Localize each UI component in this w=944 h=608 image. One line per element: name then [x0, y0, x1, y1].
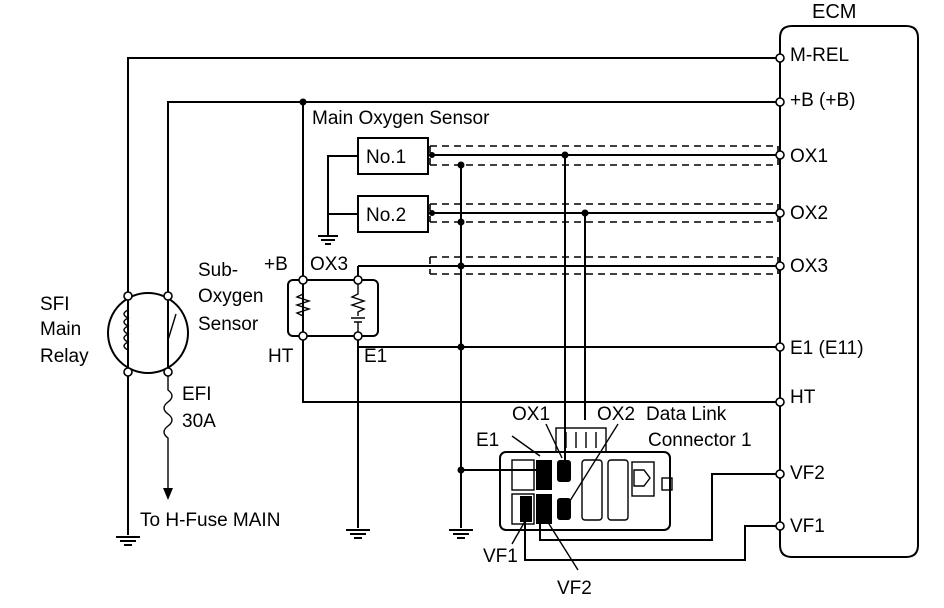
sub-sensor-pin-ht: HT: [268, 346, 294, 367]
fuse-label-2: 30A: [182, 411, 216, 432]
sub-oxygen-sensor-body: [287, 266, 379, 337]
relay-label-3: Relay: [40, 346, 89, 367]
ground-symbol-shield: [449, 529, 473, 539]
main-oxygen-sensor-title: Main Oxygen Sensor: [312, 108, 490, 129]
sub-sensor-title-2: Oxygen: [198, 286, 263, 307]
wire-ht: [302, 102, 780, 403]
sub-sensor-title-1: Sub-: [198, 260, 238, 281]
ecm-terminal-vf2: VF2: [790, 463, 825, 484]
ecm-title: ECM: [812, 1, 856, 23]
dlc-title-1: Data Link: [646, 404, 727, 425]
ground-symbol-sensors: [318, 235, 338, 245]
sub-sensor-pin-e1: E1: [364, 346, 387, 367]
dlc-pin-ox1: OX1: [512, 404, 550, 425]
ecm-terminal-e1: E1 (E11): [790, 338, 864, 359]
ecm-terminal-ox2: OX2: [790, 203, 828, 224]
sensor-no2-label: No.2: [366, 205, 406, 226]
wire-vf1: [524, 512, 780, 561]
sub-sensor-title-3: Sensor: [198, 314, 259, 335]
sub-sensor-pin-ox3: OX3: [310, 254, 348, 275]
sfi-main-relay: [107, 292, 189, 375]
ecm-terminal-labels: M-REL +B (+B) OX1 OX2 OX3 E1 (E11) HT VF…: [790, 45, 864, 537]
wire-shields: [429, 145, 779, 275]
ecm-terminal-plus-b: +B (+B): [790, 90, 855, 111]
fuse-labels: EFI 30A: [182, 384, 216, 432]
relay-label-1: SFI: [40, 294, 70, 315]
junction-dots: [299, 98, 589, 474]
ecm-terminal-ox1: OX1: [790, 146, 828, 167]
dlc-leaders: [511, 423, 619, 571]
ground-symbol-sub: [346, 529, 370, 539]
ecm-terminal-m-rel: M-REL: [790, 45, 849, 66]
ecm-box: [779, 25, 919, 558]
fuse-label-1: EFI: [182, 384, 212, 405]
main-oxygen-sensor-no1: No.1: [357, 137, 429, 175]
dlc-labels: Data Link Connector 1 OX1 OX2 E1 VF1 VF2: [476, 404, 752, 599]
ground-symbol-relay: [116, 536, 140, 546]
dlc-pin-vf2: VF2: [557, 578, 592, 599]
dlc-title-2: Connector 1: [648, 430, 752, 451]
relay-labels: SFI Main Relay: [40, 294, 89, 367]
terminal-circles: [123, 53, 785, 531]
wire-sensor-ground: [327, 155, 358, 236]
efi-fuse: [163, 375, 173, 500]
sensor-no1-label: No.1: [366, 147, 406, 168]
ecm-terminal-ox3: OX3: [790, 256, 828, 277]
sub-oxygen-sensor-labels: Sub- Oxygen Sensor +B OX3 HT E1: [198, 254, 387, 367]
main-oxygen-sensor-no2: No.2: [357, 195, 429, 233]
dlc-pin-ox2: OX2: [597, 404, 635, 425]
data-link-connector: [499, 427, 673, 531]
wire-plus-b: [167, 101, 780, 375]
sub-sensor-pin-b: +B: [264, 254, 288, 275]
ecm-terminal-ht: HT: [790, 387, 816, 408]
dlc-pin-e1: E1: [476, 430, 499, 451]
h-fuse-label: To H-Fuse MAIN: [140, 510, 280, 531]
ecm-terminal-vf1: VF1: [790, 516, 825, 537]
dlc-pin-vf1: VF1: [483, 546, 518, 567]
wires: [127, 57, 780, 561]
relay-label-2: Main: [40, 319, 81, 340]
